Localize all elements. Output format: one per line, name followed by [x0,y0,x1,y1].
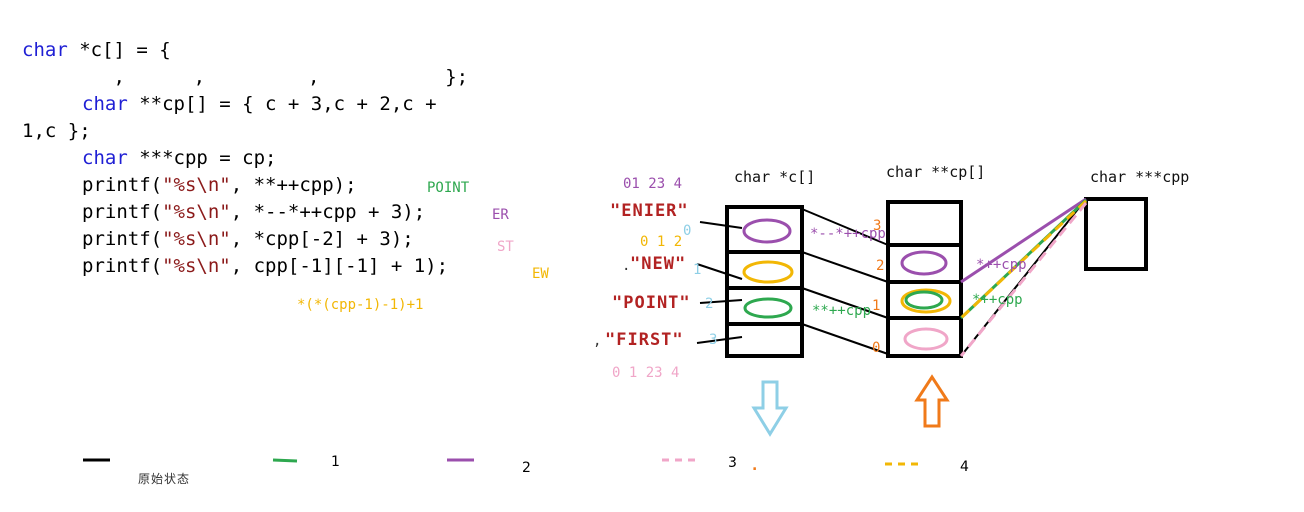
string-first: "FIRST" [605,330,684,350]
code-text: printf( [82,228,163,250]
cp-array [886,200,963,358]
output-3: ST [497,239,514,255]
code-text: , *--*++cpp + 3); [230,201,426,223]
cp-2-marker [900,250,948,276]
format-string: "%s\n" [162,201,231,223]
c-0-marker [742,218,792,244]
code-line-6: printf("%s\n", **++cpp); [82,172,357,199]
code-line-2: , , , }; [22,66,469,88]
pointer-line [699,299,743,304]
cp-index-1: 1 [872,298,881,314]
format-string: "%s\n" [162,174,231,196]
legend-1-label: 1 [331,454,340,470]
new-prefix: . [622,258,631,274]
code-text: printf( [82,255,163,277]
cpp-step2-line [960,197,1087,284]
pointer-line [696,336,743,344]
code-text: **cp[] = { c + 3,c + 2,c + [127,93,437,115]
legend-3-label: 3 [728,455,737,471]
c-array-title: char *c[] [734,168,816,186]
legend-3-dot: . [752,458,758,474]
format-string: "%s\n" [162,228,231,250]
code-text: , *cpp[-2] + 3); [230,228,414,250]
code-text: *c[] = { [67,39,171,61]
code-line-4: 1,c }; [22,120,91,142]
code-line-7: printf("%s\n", *--*++cpp + 3); [82,199,425,226]
op-label-cp-green: *++cpp [972,292,1023,308]
c-index-2: 2 [705,296,714,312]
cp-index-0: 0 [872,340,881,356]
pointer-line [801,208,889,246]
output-4: EW [532,266,549,282]
c-index-1: 1 [693,262,702,278]
c-to-cp-pointers [801,208,889,355]
pointer-line [801,287,889,319]
string-enter: "ENIER" [610,201,689,221]
legend-original-label: 原始状态 [138,472,191,486]
keyword: char [22,39,68,61]
op-label-cp-purple: *++cpp [976,257,1027,273]
cp-index-3: 3 [873,218,882,234]
legend-2-label: 2 [522,460,531,476]
op-label-c-purple: *--*++cpp [810,226,886,242]
legend-4-label: 4 [960,459,969,475]
output-1: POINT [427,180,470,196]
cp-cell-0 [886,316,963,358]
first-prefix: , [593,333,602,349]
cpp-step4-line [959,199,1088,320]
string-new: "NEW" [630,254,687,274]
code-text: , cpp[-1][-1] + 1); [230,255,449,277]
output-2: ER [492,207,509,223]
cp-1-marker-green [904,290,944,310]
code-line-1: char *c[] = { [22,37,171,64]
cp-array-title: char **cp[] [886,163,986,181]
pointer-line [696,263,743,280]
pointer-line [801,251,889,283]
cp-0-marker [903,327,949,351]
code-text: printf( [82,201,163,223]
code-line-3: char **cp[] = { c + 3,c + 2,c + [82,91,437,118]
format-string: "%s\n" [162,255,231,277]
cp-cell-3 [886,200,963,247]
string-point: "POINT" [612,293,691,313]
keyword: char [82,93,128,115]
code-line-5: char ***cpp = cp; [82,145,276,172]
code-line-8: printf("%s\n", *cpp[-2] + 3); [82,226,414,253]
code-text: ***cpp = cp; [127,147,277,169]
c-index-0: 0 [683,223,692,239]
c-cell-3 [725,322,804,358]
c-1-marker [742,260,794,284]
c-2-marker [743,297,793,319]
cpp-box [1084,197,1148,271]
code-text: , **++cpp); [230,174,357,196]
code-line-9: printf("%s\n", cpp[-1][-1] + 1); [82,253,448,280]
pointer-line [801,323,889,355]
expression-4: *(*(cpp-1)-1)+1 [297,297,424,313]
op-label-c-green: **++cpp [812,303,872,319]
up-arrow-icon [914,374,950,428]
enter-index: 01 23 4 [623,176,683,192]
c-index-3: 3 [709,332,718,348]
cp-1-marker-yellow [900,288,952,314]
cp-index-2: 2 [876,258,885,274]
legend-1-swatch [272,458,298,463]
code-text: printf( [82,174,163,196]
keyword: char [82,147,128,169]
down-arrow-icon [751,380,789,437]
new-index: 0 1 2 [640,234,683,250]
string-pointers [696,221,743,344]
pointer-line [699,221,743,229]
cpp-step3-line [959,202,1088,357]
first-index: 0 1 23 4 [612,365,680,381]
cpp-title: char ***cpp [1090,168,1190,186]
